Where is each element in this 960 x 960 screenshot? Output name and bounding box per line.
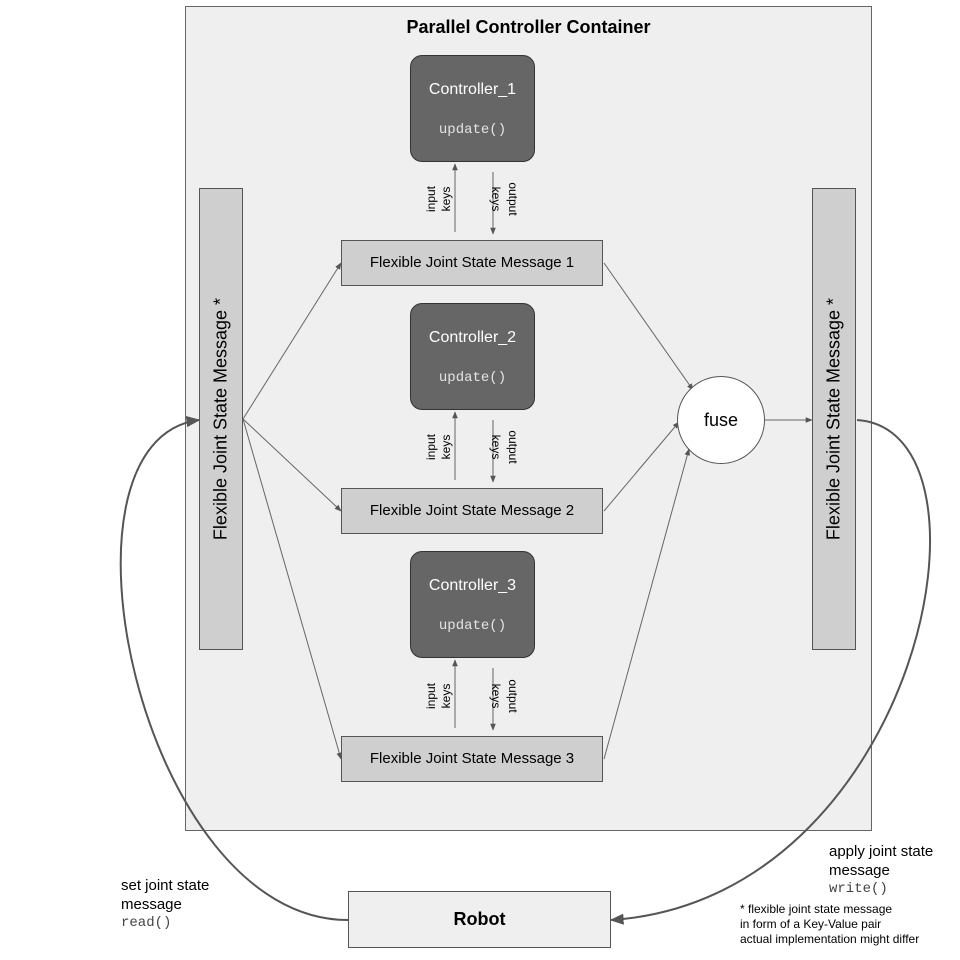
input-keys-label-3-line1: input — [424, 682, 438, 710]
controller-3-method: update() — [438, 618, 507, 634]
input-keys-label-1-line2: keys — [439, 186, 453, 212]
input-keys-label-1-line1: input — [424, 185, 438, 213]
output-keys-label-2-line1: output — [506, 430, 520, 464]
input-keys-label-3-line2: keys — [439, 683, 453, 709]
arrow-bar-to-msg3 — [242, 418, 342, 760]
input-keys-label-2-line1: input — [424, 433, 438, 461]
footnote-line1: * flexible joint state message — [740, 902, 893, 916]
arrow-robot-write — [609, 419, 932, 925]
fuse-node: fuse — [677, 376, 765, 464]
read-note-line1: set joint state — [121, 877, 210, 894]
right-state-message-bar: Flexible Joint State Message * — [812, 188, 856, 650]
footnote-line2: in form of a Key-Value pair — [740, 917, 882, 931]
arrow-bar-to-msg2 — [242, 418, 342, 512]
arrow-msg3-to-fuse — [603, 448, 691, 760]
output-keys-label-3-line2: keys — [489, 683, 503, 709]
controller-1-method: update() — [438, 122, 507, 138]
arrow-msg2-to-fuse — [603, 421, 680, 512]
left-bar-label: Flexible Joint State Message * — [210, 297, 231, 541]
robot-box: Robot — [348, 891, 611, 948]
controller-1-name: Controller_1 — [428, 81, 517, 98]
input-keys-label-2-line2: keys — [439, 434, 453, 460]
container-title: Parallel Controller Container — [406, 17, 651, 37]
read-note: set joint state message read() — [121, 876, 209, 933]
controller-2-box: Controller_2 update() — [410, 303, 535, 410]
write-note-line1: apply joint state — [829, 843, 934, 860]
footnote: * flexible joint state message in form o… — [740, 902, 919, 947]
controller-2-method: update() — [438, 370, 507, 386]
arrow-bar-to-msg1 — [242, 262, 342, 420]
write-method: write() — [829, 881, 888, 897]
output-keys-label-1-line1: output — [506, 182, 520, 216]
right-bar-label: Flexible Joint State Message * — [823, 297, 844, 541]
controller-2-name: Controller_2 — [428, 329, 517, 346]
left-state-message-bar: Flexible Joint State Message * — [199, 188, 243, 650]
write-note-line2: message — [829, 862, 890, 879]
message-1-box: Flexible Joint State Message 1 — [341, 240, 603, 286]
output-keys-label-1-line2: keys — [489, 186, 503, 212]
arrow-robot-read — [119, 416, 349, 921]
write-note: apply joint state message write() — [829, 842, 933, 899]
output-keys-label-2-line2: keys — [489, 434, 503, 460]
controller-3-box: Controller_3 update() — [410, 551, 535, 658]
message-2-box: Flexible Joint State Message 2 — [341, 488, 603, 534]
read-note-line2: message — [121, 896, 182, 913]
arrow-msg1-to-fuse — [603, 262, 694, 391]
controller-1-box: Controller_1 update() — [410, 55, 535, 162]
message-3-box: Flexible Joint State Message 3 — [341, 736, 603, 782]
footnote-line3: actual implementation might differ — [740, 932, 920, 946]
output-keys-label-3-line1: output — [506, 679, 520, 713]
read-method: read() — [121, 915, 172, 931]
controller-3-name: Controller_3 — [428, 577, 517, 594]
